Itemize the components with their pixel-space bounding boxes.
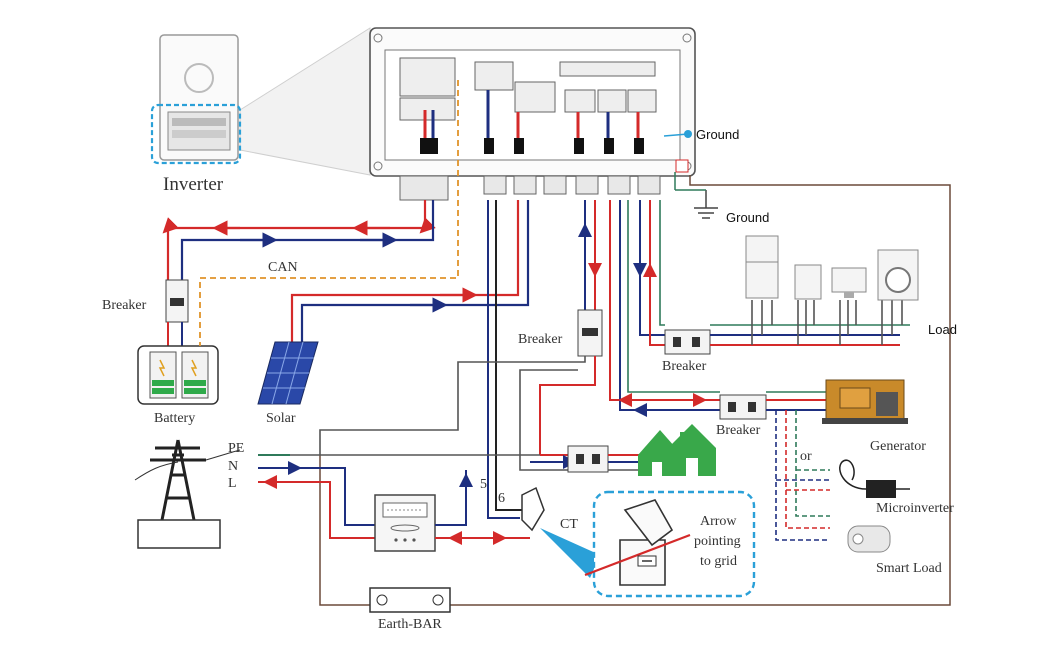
earth-bar-label: Earth-BAR [378,617,442,632]
n-label: N [228,459,238,474]
ct-label: CT [560,517,578,532]
smart-load-label: Smart Load [876,561,942,576]
can-label: CAN [268,260,298,275]
battery-icon [137,345,219,405]
inverter-icon [150,34,242,165]
breaker-load-label: Breaker [662,359,707,374]
pe-label: PE [228,441,244,456]
ct-zoom-callout [584,490,756,598]
wire6-label: 6 [498,491,505,506]
house-breaker-icon [567,445,609,473]
heater-icon [794,264,822,300]
house-icon [638,424,716,476]
ground-top-label: Ground [696,127,739,142]
l-label: L [228,476,237,491]
wire5-label: 5 [480,477,487,492]
arrow-note-line2: pointing [694,534,741,549]
breaker-center-label: Breaker [518,332,563,347]
ct-clamp-icon [521,486,545,532]
ground-symbol-icon [694,190,718,219]
center-breaker-icon [577,309,603,357]
solar-label: Solar [266,411,296,426]
ct-zoom-pointer [540,528,600,578]
generator-breaker-icon [719,394,767,420]
grid-tower-icon [134,439,241,549]
solar-panel-icon [257,341,319,405]
breaker-gen-label: Breaker [716,423,761,438]
microinverter-label: Microinverter [876,501,954,516]
battery-breaker-icon [165,279,189,323]
arrow-note-line3: to grid [700,554,737,569]
earth-bar-icon [369,587,451,613]
zoom-callout [239,27,371,176]
arrow-note-line1: Arrow [700,514,737,529]
inverter-label: Inverter [163,174,224,195]
microinverter-icon [839,459,910,498]
washing-machine-icon [877,249,919,301]
battery-label: Battery [154,411,195,426]
generator-label: Generator [870,439,926,454]
inverter-panel [369,27,696,201]
ground-mid-label: Ground [726,210,769,225]
load-breaker-icon [664,329,711,355]
generator-icon [822,379,908,424]
breaker-battery-label: Breaker [102,298,147,313]
or-label: or [800,449,812,464]
fridge-icon [745,235,779,299]
monitor-icon [831,267,867,298]
smart-load-icon [847,525,891,553]
load-label: Load [928,322,957,337]
meter-icon [374,494,436,552]
